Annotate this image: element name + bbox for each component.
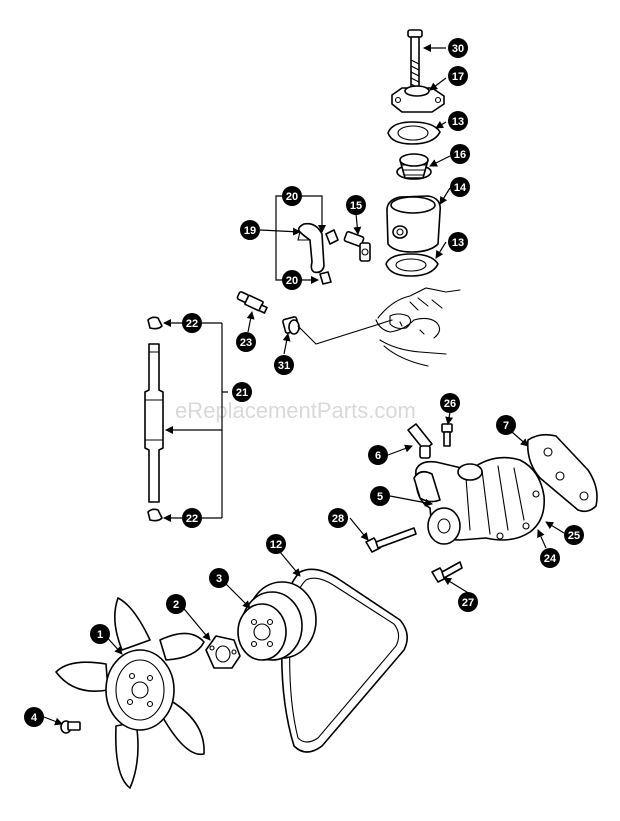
svg-text:16: 16 <box>454 149 466 161</box>
hose-19 <box>297 222 325 274</box>
fan-1 <box>55 597 205 789</box>
bolt-28 <box>365 527 417 553</box>
bolt-26 <box>441 423 453 447</box>
clamp-20-lower <box>319 271 332 285</box>
svg-text:25: 25 <box>568 530 580 542</box>
svg-text:5: 5 <box>377 491 383 503</box>
callout-25: 25 <box>564 525 584 545</box>
callout-17: 17 <box>448 66 468 86</box>
svg-text:13: 13 <box>452 237 464 249</box>
callout-20-lower: 20 <box>282 270 302 290</box>
callout-15: 15 <box>346 195 366 215</box>
clamp-20-upper <box>325 229 339 245</box>
thermostat-housing-14 <box>386 195 442 253</box>
thermostat-cover-17 <box>391 85 445 113</box>
svg-text:30: 30 <box>452 43 464 55</box>
spacer-2 <box>205 635 241 669</box>
callout-13-lower: 13 <box>448 232 468 252</box>
callout-26: 26 <box>440 393 460 413</box>
callout-14: 14 <box>450 177 470 197</box>
callout-12: 12 <box>266 534 286 554</box>
callout-4: 4 <box>24 707 44 727</box>
clamp-22-upper <box>147 316 163 330</box>
gasket-7 <box>526 433 598 513</box>
svg-text:20: 20 <box>286 275 298 287</box>
svg-text:26: 26 <box>444 398 456 410</box>
callout-13-upper: 13 <box>448 111 468 131</box>
callout-30: 30 <box>448 38 468 58</box>
pulley-3 <box>237 581 317 661</box>
clamp-22-lower <box>147 508 163 522</box>
svg-text:14: 14 <box>454 182 467 194</box>
callout-7: 7 <box>496 415 516 435</box>
svg-text:15: 15 <box>350 200 362 212</box>
callout-27: 27 <box>458 592 478 612</box>
svg-text:24: 24 <box>544 553 557 565</box>
gasket-13-lower <box>385 253 439 277</box>
svg-text:23: 23 <box>240 337 252 349</box>
callout-20-upper: 20 <box>282 186 302 206</box>
callout-21: 21 <box>232 382 252 402</box>
svg-text:4: 4 <box>31 712 38 724</box>
watermark: eReplacementParts.com <box>175 398 416 423</box>
callout-3: 3 <box>209 568 229 588</box>
engine-block-sketch <box>375 287 461 367</box>
svg-text:20: 20 <box>286 191 298 203</box>
svg-text:6: 6 <box>375 450 381 462</box>
callout-24: 24 <box>540 548 560 568</box>
svg-text:2: 2 <box>173 599 179 611</box>
svg-text:22: 22 <box>186 513 198 525</box>
callout-31: 31 <box>274 355 294 375</box>
thermostat-16 <box>396 153 432 180</box>
gasket-13-upper <box>387 121 441 145</box>
callout-23: 23 <box>236 332 256 352</box>
callout-28: 28 <box>328 508 348 528</box>
callout-1: 1 <box>90 624 110 644</box>
hose-21 <box>144 343 164 503</box>
svg-text:12: 12 <box>270 539 282 551</box>
plug-31 <box>282 316 300 335</box>
fitting-15 <box>343 230 371 262</box>
bolt-27 <box>431 561 463 583</box>
svg-text:19: 19 <box>244 225 256 237</box>
water-pump-5 <box>413 456 546 545</box>
svg-text:27: 27 <box>462 597 474 609</box>
svg-text:21: 21 <box>236 387 248 399</box>
svg-text:7: 7 <box>503 420 509 432</box>
svg-text:28: 28 <box>332 513 344 525</box>
callout-6: 6 <box>368 445 388 465</box>
svg-text:3: 3 <box>216 573 222 585</box>
svg-text:1: 1 <box>97 629 103 641</box>
bolt-4 <box>60 720 81 734</box>
svg-text:17: 17 <box>452 71 464 83</box>
callout-22-upper: 22 <box>182 313 202 333</box>
callout-16: 16 <box>450 144 470 164</box>
fitting-6 <box>407 423 433 459</box>
svg-text:31: 31 <box>278 360 290 372</box>
callout-5: 5 <box>370 486 390 506</box>
svg-text:13: 13 <box>452 116 464 128</box>
svg-text:22: 22 <box>186 318 198 330</box>
callout-2: 2 <box>166 594 186 614</box>
sender-23 <box>236 291 268 314</box>
leader-lines <box>43 44 565 726</box>
callout-19: 19 <box>240 220 260 240</box>
callout-22-lower: 22 <box>182 508 202 528</box>
